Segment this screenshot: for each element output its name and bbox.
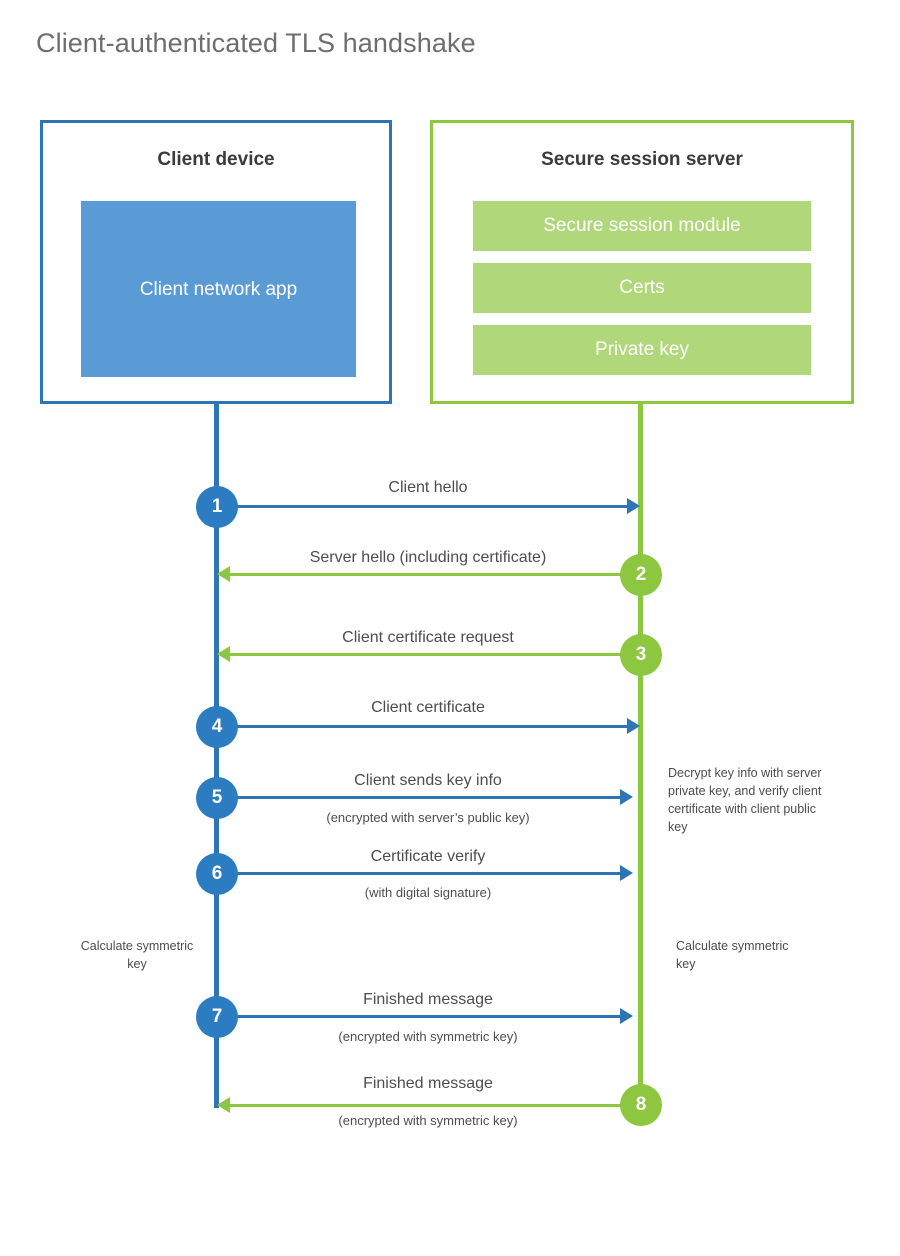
page-title: Client-authenticated TLS handshake xyxy=(36,28,476,58)
client-device-title: Client device xyxy=(157,149,275,170)
step-7-arrow-head xyxy=(620,1008,633,1024)
step-8-sublabel: (encrypted with symmetric key) xyxy=(338,1113,518,1128)
step-1-arrow-line xyxy=(217,505,627,508)
client-network-app-block: Client network app xyxy=(81,201,356,377)
client-device-box: Client device Client network app xyxy=(40,120,392,404)
step-1-number: 1 xyxy=(196,486,238,528)
step-4-label: Client certificate xyxy=(371,699,485,716)
step-6-arrow-line xyxy=(217,872,620,875)
client-lifeline xyxy=(214,402,219,1108)
step-4-arrow-line xyxy=(217,725,627,728)
step-4-number: 4 xyxy=(196,706,238,748)
server-module-secure-session-module: Secure session module xyxy=(473,201,811,251)
step-2-arrow-head xyxy=(217,566,230,582)
step-7-label: Finished message xyxy=(363,991,493,1008)
step-6-label: Certificate verify xyxy=(370,848,486,865)
step-5-arrow-head xyxy=(620,789,633,805)
step-3-arrow-head xyxy=(217,646,230,662)
secure-session-server-box: Secure session server Secure session mod… xyxy=(430,120,854,404)
step-8-label: Finished message xyxy=(363,1075,493,1092)
step-6-number: 6 xyxy=(196,853,238,895)
secure-session-server-title: Secure session server xyxy=(541,149,743,170)
server-decrypt-annotation: Decrypt key info with server private key… xyxy=(668,766,822,834)
server-module-certs: Certs xyxy=(473,263,811,313)
step-5-label: Client sends key info xyxy=(354,772,502,789)
step-1-label: Client hello xyxy=(388,479,468,496)
step-7-arrow-line xyxy=(217,1015,620,1018)
step-4-arrow-head xyxy=(627,718,640,734)
step-7-number: 7 xyxy=(196,996,238,1038)
server-lifeline xyxy=(638,402,643,1105)
step-8-arrow-line xyxy=(230,1104,630,1107)
step-3-number: 3 xyxy=(620,634,662,676)
step-3-label: Client certificate request xyxy=(342,629,514,646)
server-module-private-key: Private key xyxy=(473,325,811,375)
step-8-arrow-head xyxy=(217,1097,230,1113)
step-2-number: 2 xyxy=(620,554,662,596)
client-calculate-symmetric-key-annotation: Calculate symmetric key xyxy=(80,939,194,971)
step-7-sublabel: (encrypted with symmetric key) xyxy=(338,1029,518,1044)
step-5-sublabel: (encrypted with server’s public key) xyxy=(326,810,530,825)
step-8-number: 8 xyxy=(620,1084,662,1126)
step-1-arrow-head xyxy=(627,498,640,514)
step-5-arrow-line xyxy=(217,796,620,799)
step-6-arrow-head xyxy=(620,865,633,881)
step-2-label: Server hello (including certificate) xyxy=(309,549,547,566)
server-calculate-symmetric-key-annotation: Calculate symmetric key xyxy=(676,939,789,971)
step-5-number: 5 xyxy=(196,777,238,819)
step-2-arrow-line xyxy=(230,573,630,576)
step-3-arrow-line xyxy=(230,653,630,656)
step-6-sublabel: (with digital signature) xyxy=(364,885,492,900)
